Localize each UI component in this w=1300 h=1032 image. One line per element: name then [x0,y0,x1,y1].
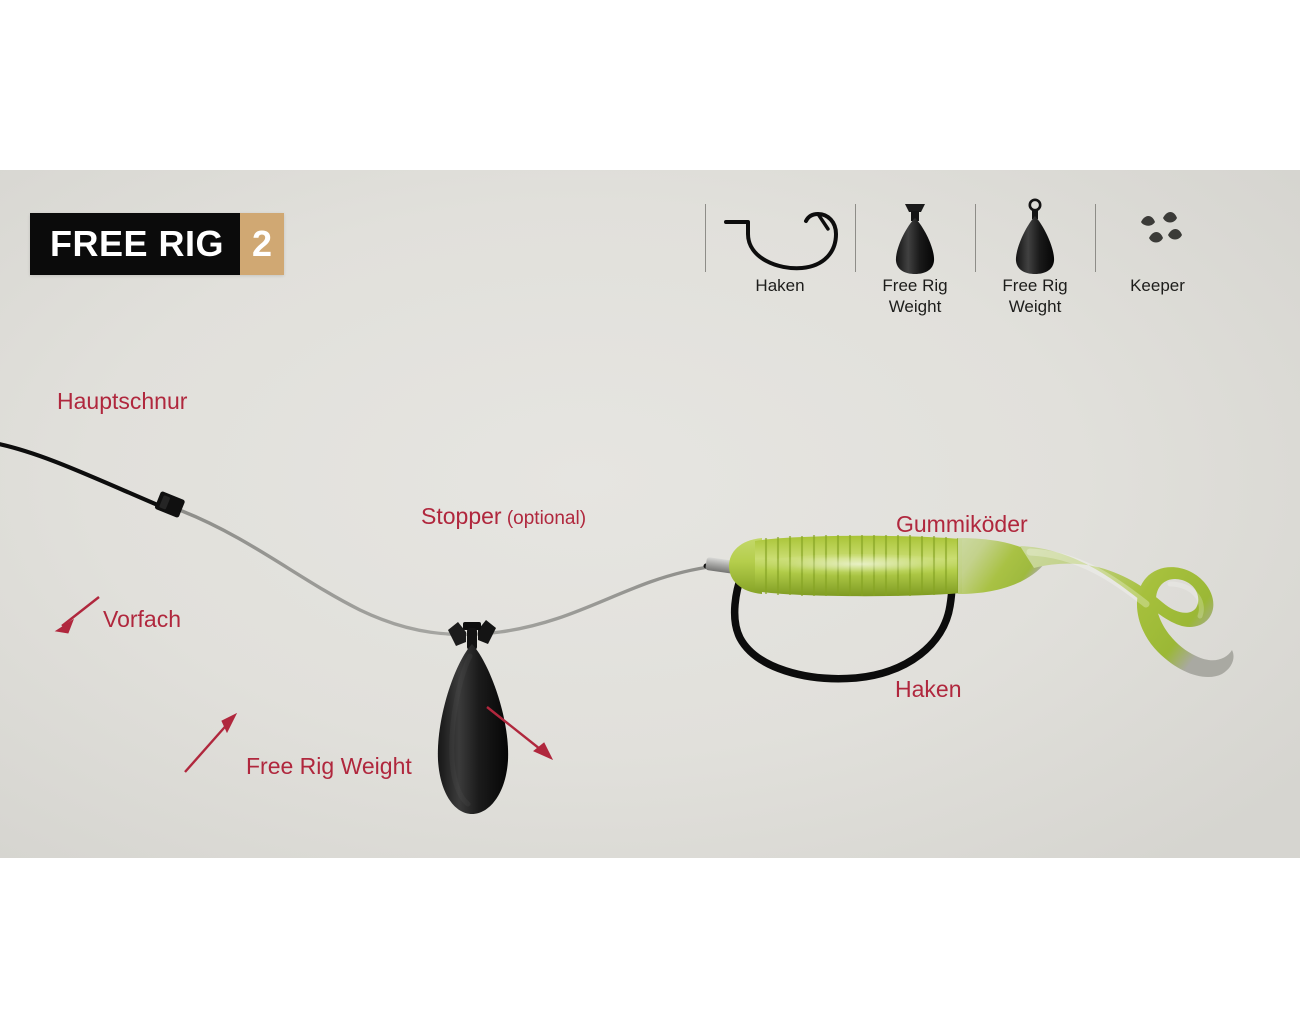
line-connector-sleeve [154,491,185,518]
hook-bend [730,564,956,683]
legend-divider [855,204,856,272]
legend-item-free-rig-weight-2: Free Rig Weight [975,198,1095,317]
soft-plastic-lure [703,535,1234,683]
free-rig-logo: FREE RIG 2 [30,213,285,275]
main-line [0,442,163,509]
free-rig-weight [437,620,509,814]
keeper-icon [1121,198,1195,276]
free-rig-weight-ring-icon [1003,198,1067,276]
legend-label: Free Rig Weight [882,276,948,316]
free-rig-diagram [0,442,1234,814]
weight-body [437,644,509,814]
legend-item-free-rig-weight-1: Free Rig Weight [855,198,975,317]
label-stopper-suffix: (optional) [501,508,587,529]
label-gummikoeder: Gummiköder [896,511,1028,537]
arrow-hauptschnur [54,596,100,634]
diagram-panel [0,170,1300,858]
leader-line [180,509,718,637]
label-free-rig-weight: Free Rig Weight [246,753,412,779]
arrow-stopper [486,706,554,761]
legend-divider [705,204,706,272]
legend-label: Keeper [1130,276,1185,295]
label-stopper: Stopper (optional) [421,503,587,529]
logo-title: FREE RIG [30,213,241,275]
component-legend: Haken Free Rig Weight [705,198,1285,330]
crimp-sleeve [705,557,737,574]
label-haken: Haken [895,676,962,702]
legend-divider [975,204,976,272]
legend-item-keeper: Keeper [1095,198,1220,297]
callout-arrows [54,596,554,773]
logo-number: 2 [240,213,285,275]
label-hauptschnur: Hauptschnur [57,388,188,414]
legend-label: Free Rig Weight [1002,276,1068,316]
label-stopper-main: Stopper [421,503,502,529]
label-vorfach: Vorfach [103,606,181,632]
lure-curly-tail [1020,546,1234,678]
legend-divider [1095,204,1096,272]
legend-item-haken: Haken [705,198,855,297]
legend-label: Haken [755,276,805,295]
lure-nose [729,538,762,594]
free-rig-weight-icon [883,198,947,276]
fishing-hook-icon [716,198,844,276]
arrow-vorfach [184,712,238,773]
